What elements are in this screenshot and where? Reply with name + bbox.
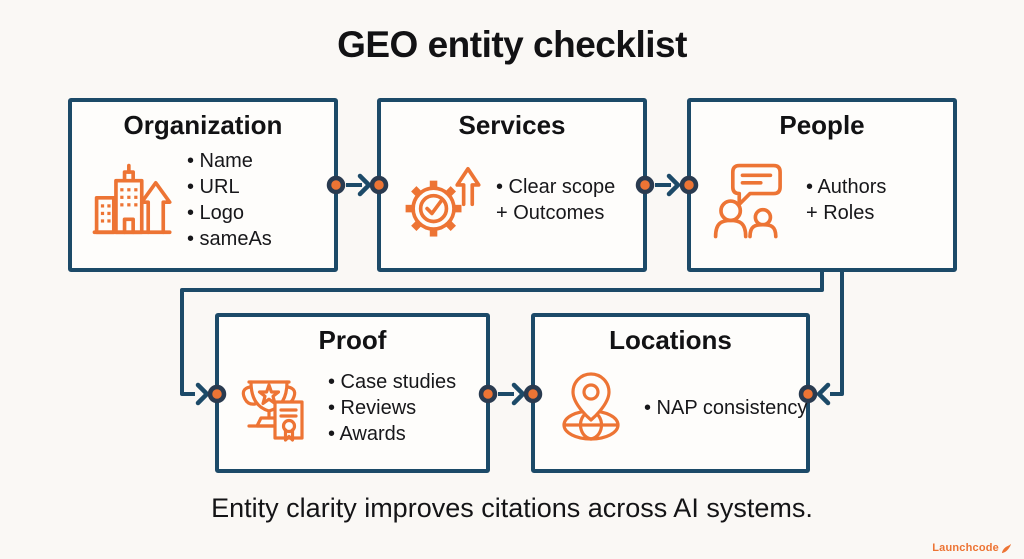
people-chat-icon — [707, 157, 793, 243]
map-pin-globe-icon — [551, 368, 631, 448]
locations-items: • NAP consistency — [644, 395, 807, 421]
list-item: + Roles — [806, 201, 875, 224]
rocket-icon — [1001, 543, 1012, 553]
services-items: • Clear scope + Outcomes — [496, 174, 615, 226]
gear-check-growth-icon — [397, 157, 483, 243]
arrowhead-right-icon — [511, 382, 527, 406]
page-title: GEO entity checklist — [337, 24, 687, 65]
organization-box: Organization — [68, 98, 338, 272]
services-box: Services • Clear scope — [377, 98, 647, 272]
proof-box: Proof — [215, 313, 490, 473]
people-items: • Authors + Roles — [806, 174, 886, 226]
arrowhead-right-icon — [357, 173, 373, 197]
locations-box: Locations • NAP consistency — [531, 313, 810, 473]
arrowhead-left-icon — [815, 382, 831, 406]
building-growth-icon — [88, 157, 174, 243]
proof-items: • Case studies • Reviews • Awards — [328, 369, 456, 447]
list-item: • sameAs — [187, 227, 272, 250]
logo-text: Launchcode — [932, 542, 999, 554]
list-item: + Outcomes — [496, 201, 605, 224]
people-box-title: People — [779, 110, 865, 140]
proof-box-body: • Case studies • Reviews • Awards — [219, 356, 486, 469]
launchcode-logo: Launchcode — [932, 542, 1012, 554]
list-item: • Awards — [328, 422, 406, 445]
list-item: • Authors — [806, 175, 887, 198]
caption-text: Entity clarity improves citations across… — [211, 493, 813, 523]
list-item: • Case studies — [328, 370, 457, 393]
organization-items: • Name • URL • Logo • sameAs — [187, 148, 272, 252]
services-box-title: Services — [458, 110, 566, 140]
arrowhead-right-icon — [666, 173, 682, 197]
proof-box-title: Proof — [318, 325, 387, 355]
list-item: • Clear scope — [496, 175, 616, 198]
trophy-certificate-icon — [235, 368, 315, 448]
people-box: People • Authors + Roles — [687, 98, 957, 272]
locations-box-title: Locations — [609, 325, 732, 355]
locations-box-body: • NAP consistency — [535, 356, 807, 469]
list-item: • URL — [187, 175, 240, 198]
list-item: • Name — [187, 149, 253, 172]
list-item: • Reviews — [328, 396, 417, 419]
arrowhead-right-icon — [195, 382, 211, 406]
organization-box-body: • Name • URL • Logo • sameAs — [72, 141, 334, 268]
list-item: • NAP consistency — [644, 396, 808, 419]
connector-people-locations — [830, 270, 844, 396]
list-item: • Logo — [187, 201, 245, 224]
services-box-body: • Clear scope + Outcomes — [381, 141, 643, 268]
organization-box-title: Organization — [123, 110, 283, 140]
people-box-body: • Authors + Roles — [691, 141, 953, 268]
